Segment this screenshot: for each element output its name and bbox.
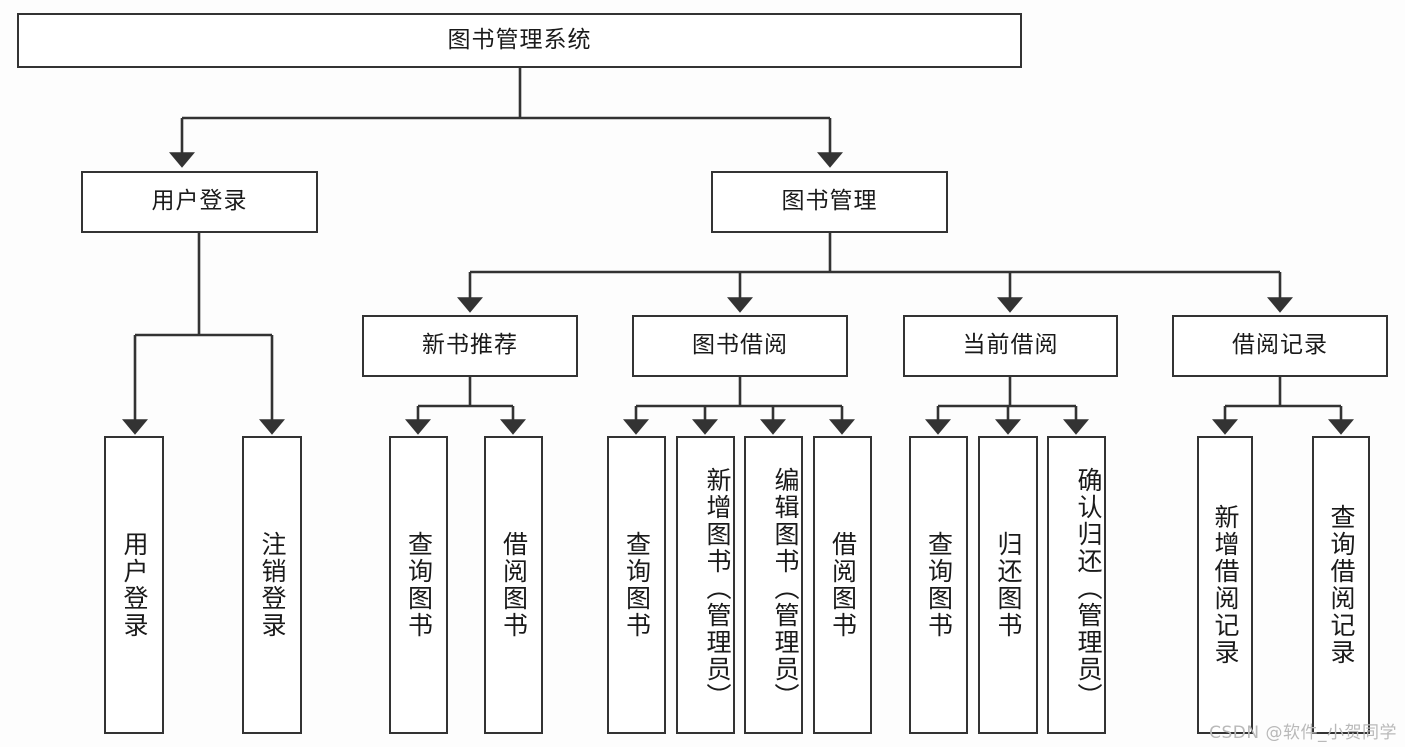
node-label: 归还图书	[994, 531, 1023, 639]
node-root-system[interactable]: 图书管理系统	[17, 13, 1022, 68]
node-label: 编辑图书（管理员）	[771, 466, 800, 710]
node-leaf-add-borrow-record[interactable]: 新增借阅记录	[1197, 436, 1253, 734]
node-label: 查询图书	[622, 531, 652, 639]
node-leaf-query-book-borrow[interactable]: 查询图书	[607, 436, 666, 734]
node-label: 借阅图书	[499, 531, 529, 639]
node-leaf-query-book-current[interactable]: 查询图书	[909, 436, 968, 734]
node-label: 图书借阅	[692, 332, 788, 359]
node-leaf-confirm-return[interactable]: 确认归还（管理员）	[1047, 436, 1106, 734]
node-label: 借阅图书	[828, 531, 858, 639]
node-new-book-recommend[interactable]: 新书推荐	[362, 315, 578, 377]
node-label: 当前借阅	[962, 332, 1059, 359]
node-leaf-query-borrow-record[interactable]: 查询借阅记录	[1312, 436, 1370, 734]
node-label: 查询图书	[404, 531, 434, 639]
node-leaf-edit-book[interactable]: 编辑图书（管理员）	[744, 436, 803, 734]
node-label: 新增借阅记录	[1211, 504, 1240, 666]
node-label: 用户登录	[151, 188, 248, 215]
node-leaf-user-login[interactable]: 用户登录	[104, 436, 164, 734]
node-leaf-query-book-recommend[interactable]: 查询图书	[389, 436, 448, 734]
node-label: 注销登录	[258, 531, 287, 639]
node-label: 查询借阅记录	[1327, 504, 1356, 666]
node-label: 新增图书（管理员）	[703, 466, 732, 710]
node-label: 图书管理系统	[447, 26, 592, 53]
node-user-login[interactable]: 用户登录	[81, 171, 318, 233]
node-book-borrow[interactable]: 图书借阅	[632, 315, 848, 377]
node-label: 新书推荐	[422, 332, 518, 359]
node-label: 图书管理	[781, 188, 878, 215]
csdn-watermark: CSDN @软件_小贺同学	[1209, 723, 1397, 743]
node-label: 借阅记录	[1232, 332, 1328, 359]
node-label: 用户登录	[120, 531, 149, 639]
node-leaf-borrow-book[interactable]: 借阅图书	[813, 436, 872, 734]
node-borrow-record[interactable]: 借阅记录	[1172, 315, 1388, 377]
node-book-management[interactable]: 图书管理	[711, 171, 948, 233]
node-label: 查询图书	[924, 531, 954, 639]
node-leaf-logout[interactable]: 注销登录	[242, 436, 302, 734]
node-leaf-borrow-book-recommend[interactable]: 借阅图书	[484, 436, 543, 734]
node-leaf-return-book[interactable]: 归还图书	[978, 436, 1038, 734]
node-leaf-add-book[interactable]: 新增图书（管理员）	[676, 436, 735, 734]
node-label: 确认归还（管理员）	[1074, 466, 1103, 710]
node-current-borrow[interactable]: 当前借阅	[903, 315, 1118, 377]
